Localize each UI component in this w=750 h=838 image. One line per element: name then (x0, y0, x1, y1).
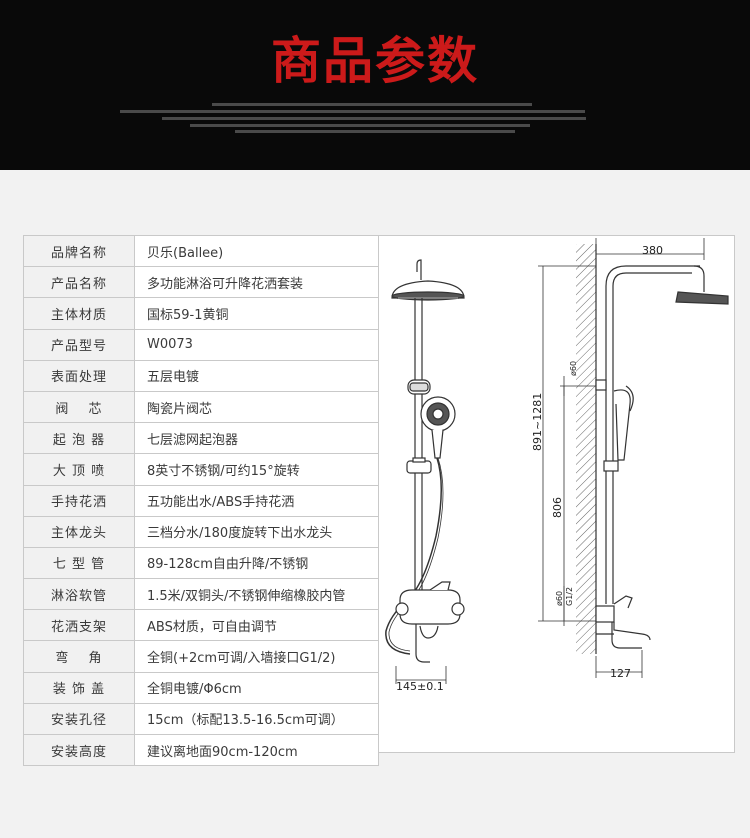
spec-label: 大 顶 喷 (23, 453, 135, 486)
spec-value: W0073 (134, 328, 379, 361)
decorative-line (0, 130, 750, 133)
wall-hatch (576, 244, 596, 654)
spec-label: 主体材质 (23, 297, 135, 330)
spec-label: 产品型号 (23, 328, 135, 361)
spec-value: 建议离地面90cm-120cm (134, 733, 379, 767)
table-row: 安装高度建议离地面90cm-120cm (23, 733, 379, 767)
spec-label: 装 饰 盖 (23, 671, 135, 704)
page-title: 商品参数 (271, 32, 479, 90)
spec-label: 七 型 管 (23, 546, 135, 580)
table-row: 起 泡 器七层滤网起泡器 (23, 422, 379, 455)
spec-value: 1.5米/双铜头/不锈钢伸缩橡胶内管 (134, 578, 379, 611)
table-row: 主体龙头三档分水/180度旋转下出水龙头 (23, 515, 379, 548)
dim-spout (595, 650, 643, 678)
dim-vertical (538, 265, 596, 626)
spec-value: 五功能出水/ABS手持花洒 (134, 484, 379, 517)
spec-value: ABS材质，可自由调节 (134, 609, 379, 642)
spec-value: 全铜(+2cm可调/入墙接口G1/2) (134, 640, 379, 673)
shower-dimension-drawing: 145±0.1 380 (385, 238, 729, 693)
table-row: 品牌名称贝乐(Ballee) (23, 234, 379, 268)
spec-value: 陶瓷片阀芯 (134, 390, 379, 424)
spec-label: 产品名称 (23, 266, 135, 299)
spec-table: 品牌名称贝乐(Ballee) 产品名称多功能淋浴可升降花洒套装 主体材质国标59… (23, 234, 379, 767)
spec-value: 五层电镀 (134, 359, 379, 392)
dim-top (595, 238, 705, 260)
decorative-line (0, 103, 750, 106)
spec-label: 安装孔径 (23, 702, 135, 736)
dim-d60-upper-label: ø60 (569, 361, 578, 376)
table-row: 产品名称多功能淋浴可升降花洒套装 (23, 266, 379, 299)
table-row: 阀 芯陶瓷片阀芯 (23, 390, 379, 424)
spec-value: 89-128cm自由升降/不锈钢 (134, 546, 379, 580)
decorative-line (0, 124, 750, 127)
spec-label: 起 泡 器 (23, 422, 135, 455)
side-view (595, 265, 729, 649)
spec-value: 多功能淋浴可升降花洒套装 (134, 266, 379, 299)
spec-label: 阀 芯 (23, 390, 135, 424)
dim-spout-label: 127 (610, 667, 631, 680)
spec-value: 三档分水/180度旋转下出水龙头 (134, 515, 379, 548)
table-row: 弯 角全铜(+2cm可调/入墙接口G1/2) (23, 640, 379, 673)
spec-label: 花洒支架 (23, 609, 135, 642)
dim-g12-label: G1/2 (565, 587, 574, 606)
panel-divider (378, 235, 379, 753)
dim-d60-lower-label: ø60 (555, 591, 564, 606)
header-banner: 商品参数 (0, 0, 750, 170)
spec-value: 国标59-1黄铜 (134, 297, 379, 330)
spec-value: 15cm（标配13.5-16.5cm可调） (134, 702, 379, 736)
spec-value: 七层滤网起泡器 (134, 422, 379, 455)
dim-center-label: 145±0.1 (396, 680, 444, 693)
spec-label: 淋浴软管 (23, 578, 135, 611)
spec-label: 表面处理 (23, 359, 135, 392)
decorative-line (0, 117, 750, 120)
table-row: 表面处理五层电镀 (23, 359, 379, 392)
table-row: 装 饰 盖全铜电镀/Φ6cm (23, 671, 379, 704)
spec-value: 贝乐(Ballee) (134, 234, 379, 268)
spec-label: 弯 角 (23, 640, 135, 673)
spec-label: 主体龙头 (23, 515, 135, 548)
spec-label: 手持花洒 (23, 484, 135, 517)
dim-total-label: 891~1281 (531, 393, 544, 451)
table-row: 主体材质国标59-1黄铜 (23, 297, 379, 330)
spec-value: 全铜电镀/Φ6cm (134, 671, 379, 704)
decorative-line (0, 110, 750, 113)
front-view (385, 259, 465, 663)
dim-center-distance (395, 666, 447, 684)
dim-lower-label: 806 (551, 497, 564, 518)
dim-top-label: 380 (642, 244, 663, 257)
spec-label: 安装高度 (23, 733, 135, 767)
spec-label: 品牌名称 (23, 234, 135, 268)
spec-value: 8英寸不锈钢/可约15°旋转 (134, 453, 379, 486)
table-row: 手持花洒五功能出水/ABS手持花洒 (23, 484, 379, 517)
